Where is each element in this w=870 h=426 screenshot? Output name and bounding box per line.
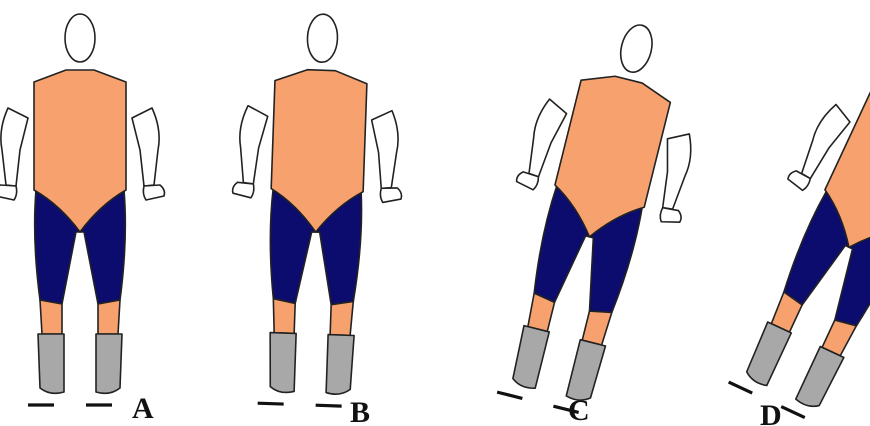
right-shin (98, 300, 120, 334)
right-boot (96, 334, 122, 393)
skater-body (225, 11, 408, 408)
left-boot (743, 322, 792, 387)
left-arm (238, 105, 268, 184)
right-blade (316, 405, 342, 406)
figure-label-a: A (132, 392, 154, 425)
left-hand (0, 185, 17, 200)
head (307, 14, 339, 63)
left-boot (268, 333, 296, 393)
right-hand (659, 207, 683, 227)
right-arm (369, 110, 399, 189)
right-blade (781, 407, 805, 418)
right-arm (132, 108, 159, 186)
head (65, 14, 95, 62)
skater-body (0, 14, 165, 405)
skater-figure-c: C (466, 5, 725, 426)
left-shin (272, 299, 295, 334)
left-shin (40, 300, 62, 334)
left-blade (729, 382, 753, 393)
head (616, 22, 657, 76)
right-boot (795, 346, 844, 411)
left-boot (38, 334, 64, 393)
skater-figure-a: A (0, 14, 165, 425)
left-hand (232, 182, 254, 198)
left-arm (1, 108, 28, 186)
figure-label-c: C (568, 394, 590, 426)
skater-figure-b: B (225, 11, 408, 426)
skater-body (699, 14, 870, 426)
right-hand (143, 185, 164, 200)
left-boot (510, 326, 550, 390)
left-blade (497, 392, 522, 398)
figure-label-d: D (760, 399, 782, 426)
skater-figure-d: D (699, 14, 870, 426)
right-boot (326, 335, 354, 395)
right-hand (380, 187, 402, 203)
left-blade (258, 403, 284, 404)
skater-body (466, 5, 725, 425)
right-shin (330, 301, 353, 336)
right-shin (582, 307, 612, 345)
figure-label-b: B (350, 396, 370, 426)
